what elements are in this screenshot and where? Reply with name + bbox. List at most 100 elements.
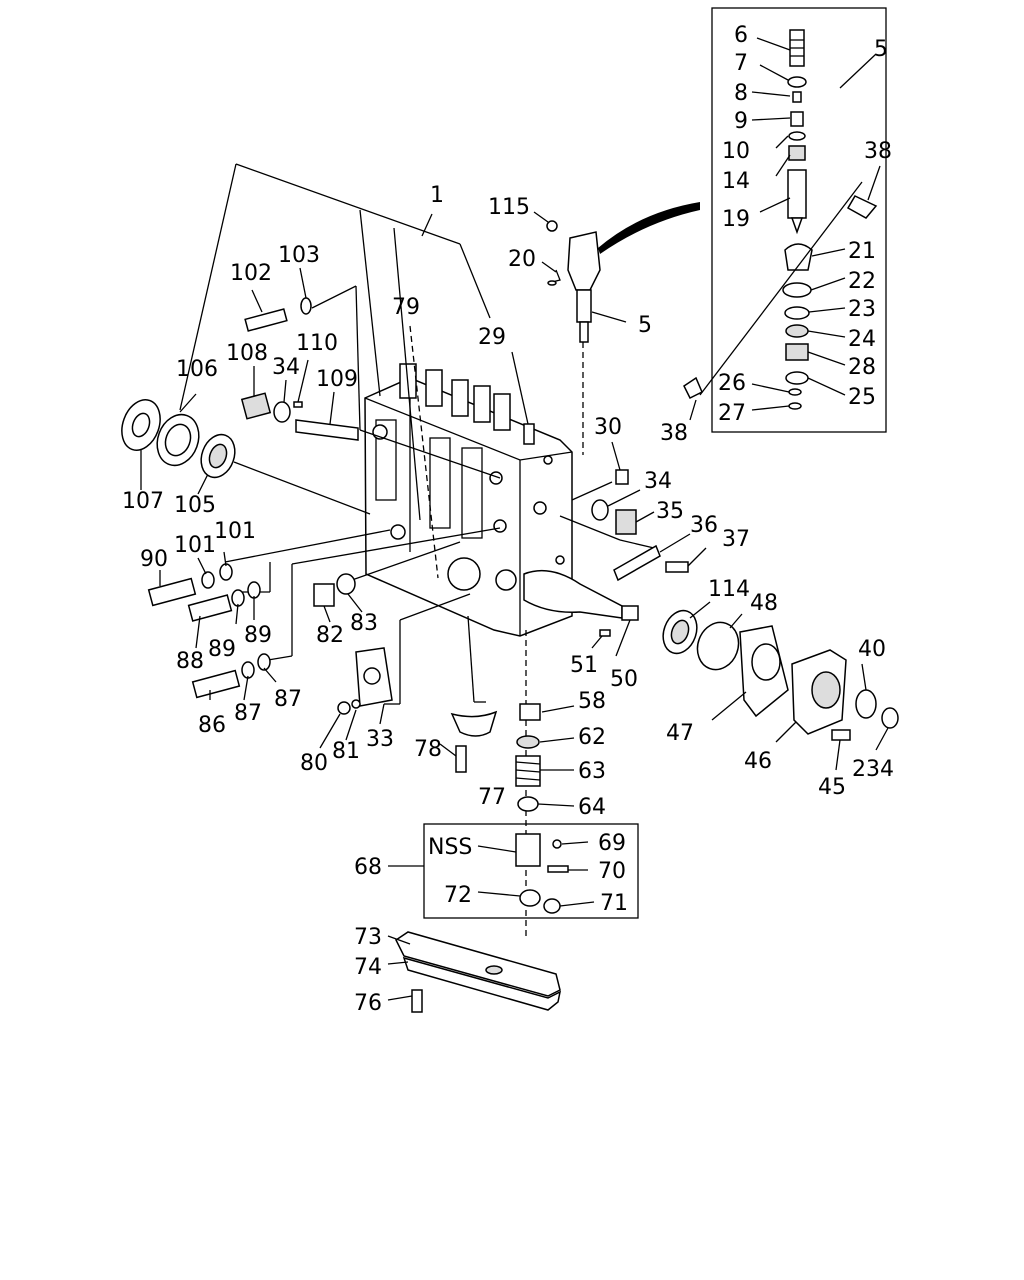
callout-110: 110 xyxy=(296,331,338,356)
callout-6: 6 xyxy=(734,23,748,48)
callout-76: 76 xyxy=(354,991,382,1016)
part-82-plug xyxy=(313,583,335,607)
callout-81: 81 xyxy=(332,739,360,764)
delivery-valve-5 xyxy=(493,393,511,431)
callout-34-right: 34 xyxy=(644,469,672,494)
callout-19: 19 xyxy=(722,207,750,232)
part-19-nozzle xyxy=(787,169,807,219)
part-25-clip xyxy=(785,371,809,385)
part-74-cover xyxy=(402,956,562,1011)
callout-88: 88 xyxy=(176,649,204,674)
part-71-bushing xyxy=(543,898,561,914)
callout-69: 69 xyxy=(598,831,626,856)
callout-101-a: 101 xyxy=(174,533,216,558)
callout-labels: 6 7 8 9 10 14 19 5 38 21 22 23 24 28 26 … xyxy=(122,23,894,1016)
callout-105: 105 xyxy=(174,493,216,518)
callout-86: 86 xyxy=(198,713,226,738)
callout-102: 102 xyxy=(230,261,272,286)
callout-70: 70 xyxy=(598,859,626,884)
part-69-pin xyxy=(552,839,562,849)
part-36-plate xyxy=(613,544,661,582)
part-9-spring xyxy=(790,111,804,127)
callout-36: 36 xyxy=(690,513,718,538)
callout-46: 46 xyxy=(744,749,772,774)
part-115-nut xyxy=(546,220,558,232)
callout-107: 107 xyxy=(122,489,164,514)
callout-38-bottom: 38 xyxy=(660,421,688,446)
callout-8: 8 xyxy=(734,81,748,106)
part-26-ring xyxy=(788,388,802,396)
callout-47: 47 xyxy=(666,721,694,746)
part-40-seal xyxy=(855,689,877,719)
pump-body-group xyxy=(364,363,639,637)
callout-50: 50 xyxy=(610,667,638,692)
part-103-washer xyxy=(300,297,312,315)
callout-90: 90 xyxy=(140,547,168,572)
part-10-washer xyxy=(788,131,806,141)
part-5-injector xyxy=(567,231,601,291)
callout-25: 25 xyxy=(848,385,876,410)
part-28-valve xyxy=(785,343,809,361)
callout-26: 26 xyxy=(718,371,746,396)
callout-40: 40 xyxy=(858,637,886,662)
callout-22: 22 xyxy=(848,269,876,294)
callout-10: 10 xyxy=(722,139,750,164)
part-89-washer-a xyxy=(231,589,245,607)
part-102-bolt xyxy=(244,308,288,332)
callout-83: 83 xyxy=(350,611,378,636)
part-8-pin xyxy=(792,91,802,103)
part-34-washer-left xyxy=(273,401,291,423)
callout-101-b: 101 xyxy=(214,519,256,544)
callout-33: 33 xyxy=(366,727,394,752)
callout-5-injector: 5 xyxy=(638,313,652,338)
lower-stack-parts xyxy=(387,703,639,1013)
callout-89-b: 89 xyxy=(244,623,272,648)
part-22-seal xyxy=(782,282,812,298)
part-110-pin xyxy=(293,401,303,408)
callout-29: 29 xyxy=(478,325,506,350)
callout-7: 7 xyxy=(734,51,748,76)
callout-20: 20 xyxy=(508,247,536,272)
callout-1: 1 xyxy=(430,183,444,208)
callout-27: 27 xyxy=(718,401,746,426)
callout-87-b: 87 xyxy=(274,687,302,712)
callout-64: 64 xyxy=(578,795,606,820)
part-37-bolt xyxy=(665,561,689,573)
injector-detail-box xyxy=(711,7,887,433)
part-30-fitting xyxy=(615,469,629,485)
part-234-ring xyxy=(881,707,899,729)
callout-48: 48 xyxy=(750,591,778,616)
part-101-washer-b xyxy=(219,563,233,581)
callout-114: 114 xyxy=(708,577,750,602)
part-21-cap xyxy=(784,243,813,271)
part-14-nut xyxy=(788,145,806,161)
callout-28: 28 xyxy=(848,355,876,380)
part-73-gasket xyxy=(395,931,561,997)
tappet-body xyxy=(515,833,541,867)
callout-38-top: 38 xyxy=(864,139,892,164)
callout-23: 23 xyxy=(848,297,876,322)
part-87-washer-a xyxy=(241,661,255,679)
callout-34-left: 34 xyxy=(272,355,300,380)
part-24-ring xyxy=(785,324,809,338)
callout-79: 79 xyxy=(392,295,420,320)
part-81-washer xyxy=(351,699,361,709)
part-87-washer-b xyxy=(257,653,271,671)
callout-82: 82 xyxy=(316,623,344,648)
callout-73: 73 xyxy=(354,925,382,950)
callout-108: 108 xyxy=(226,341,268,366)
callout-leader-lines xyxy=(140,163,655,940)
callout-62: 62 xyxy=(578,725,606,750)
nss-detail-box xyxy=(423,823,639,919)
callout-103: 103 xyxy=(278,243,320,268)
callout-nss: NSS xyxy=(428,835,472,860)
delivery-valve-2 xyxy=(425,369,443,407)
part-7-ring xyxy=(787,76,807,88)
callout-9: 9 xyxy=(734,109,748,134)
part-101-washer-a xyxy=(201,571,215,589)
part-108-plug xyxy=(240,392,272,420)
callout-63: 63 xyxy=(578,759,606,784)
callout-109: 109 xyxy=(316,367,358,392)
callout-87-a: 87 xyxy=(234,701,262,726)
